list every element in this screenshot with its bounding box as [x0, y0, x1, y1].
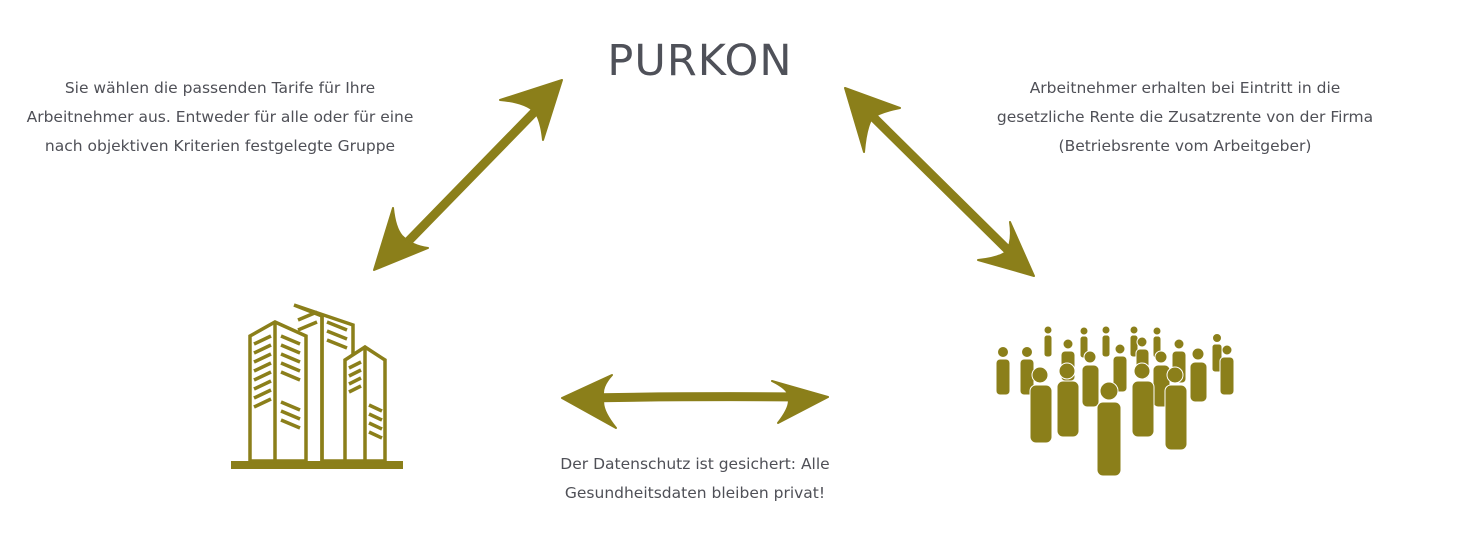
office-buildings-icon [231, 303, 403, 469]
caption-purkon-employees: Arbeitnehmer erhalten bei Eintritt in di… [996, 79, 1374, 155]
purkon-title: PURKON [607, 36, 793, 86]
caption-employer-purkon: Sie wählen die passenden Tarife für Ihre… [26, 79, 414, 155]
arrow-purkon-employees [844, 87, 1035, 277]
caption-data-privacy: Der Datenschutz ist gesichert: Alle Gesu… [560, 455, 830, 502]
arrow-employer-purkon [373, 79, 563, 271]
crowd-people-icon [995, 325, 1235, 477]
arrow-employer-employees [561, 374, 829, 429]
